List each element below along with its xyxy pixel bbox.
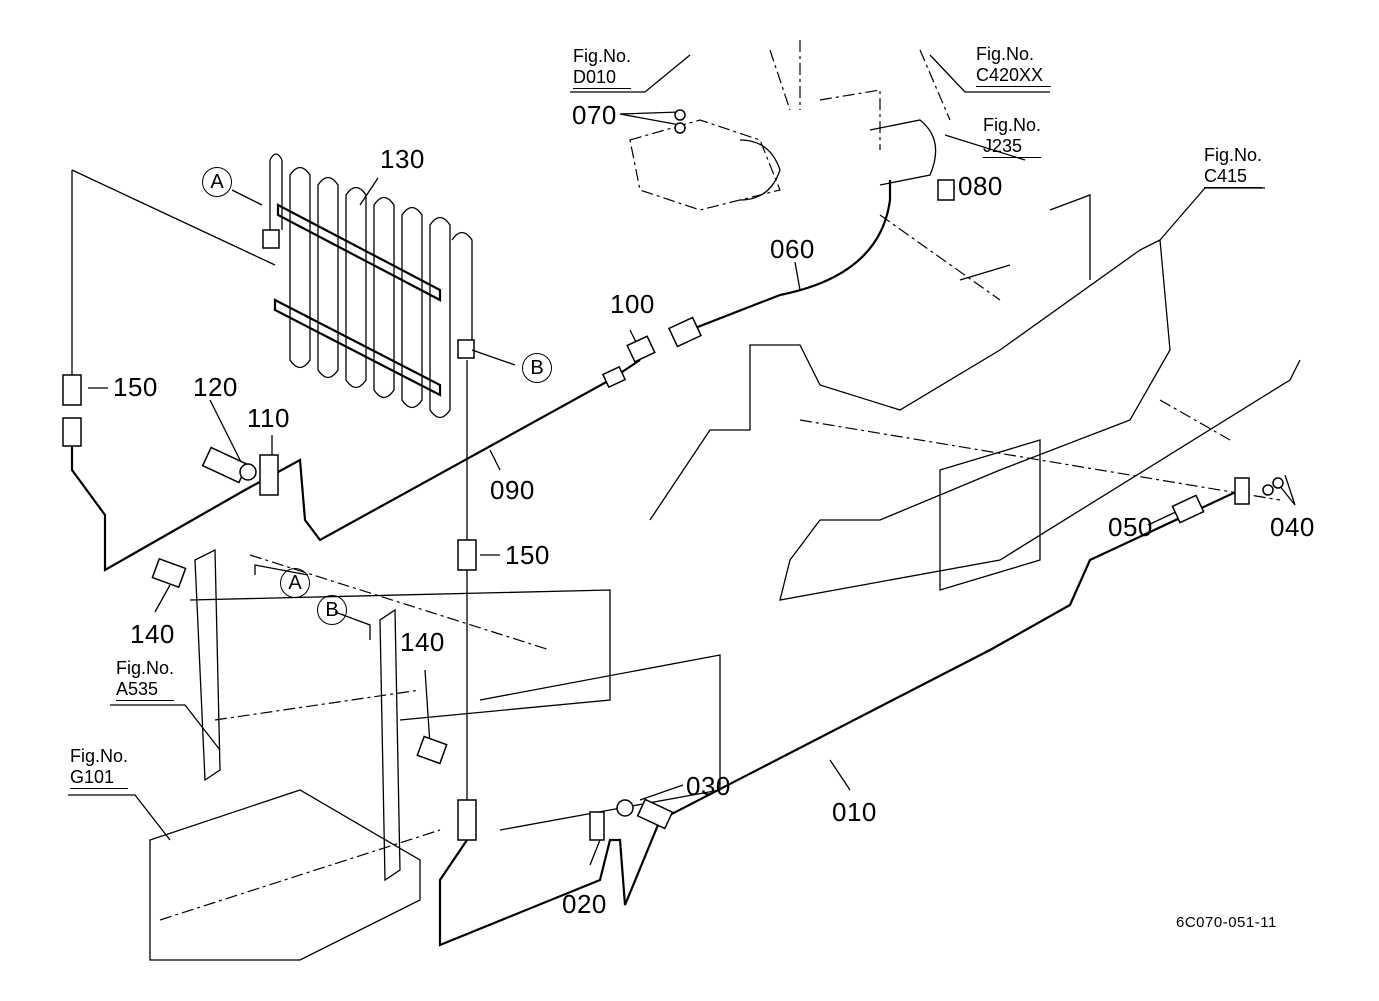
marker-a-frame: A: [280, 568, 310, 598]
callout-150-lower: 150: [505, 540, 550, 570]
callout-010: 010: [832, 797, 877, 827]
fig-ref-code: J235: [983, 136, 1042, 158]
callout-090: 090: [490, 475, 535, 505]
fig-ref-g101[interactable]: Fig.No. G101: [70, 746, 129, 789]
fig-ref-label: Fig.No.: [116, 658, 175, 678]
fig-ref-a535[interactable]: Fig.No. A535: [116, 658, 175, 701]
fittings: [62, 109, 1284, 841]
oil-cooler-130: [262, 153, 475, 419]
fig-ref-code: A535: [116, 679, 175, 701]
drawing-code: 6C070-051-11: [1176, 914, 1277, 931]
fig-ref-c420xx[interactable]: Fig.No. C420XX: [976, 44, 1052, 87]
callout-050: 050: [1108, 512, 1153, 542]
callout-040: 040: [1270, 512, 1315, 542]
fig-ref-label: Fig.No.: [976, 44, 1035, 64]
tractor-frame: [649, 194, 1301, 601]
callout-080: 080: [958, 171, 1003, 201]
fig-ref-c415[interactable]: Fig.No. C415: [1204, 145, 1263, 188]
callout-150-upper: 150: [113, 372, 158, 402]
fig-ref-code: G101: [70, 767, 129, 789]
fig-ref-d010[interactable]: Fig.No. D010: [573, 46, 632, 89]
callout-140-left: 140: [130, 619, 175, 649]
pipe-090: [70, 379, 611, 572]
callout-120: 120: [193, 372, 238, 402]
fig-ref-label: Fig.No.: [983, 115, 1042, 135]
callout-060: 060: [770, 234, 815, 264]
callout-leaders: [68, 54, 1296, 866]
callout-020: 020: [562, 889, 607, 919]
marker-a-cooler: A: [202, 167, 232, 197]
callout-030: 030: [686, 771, 731, 801]
callout-110: 110: [247, 403, 290, 433]
fig-ref-label: Fig.No.: [70, 746, 129, 766]
fig-ref-code: C420XX: [976, 65, 1052, 87]
fig-ref-label: Fig.No.: [573, 46, 632, 66]
callout-130: 130: [380, 144, 425, 174]
pipe-010: [438, 489, 1241, 947]
fig-ref-j235[interactable]: Fig.No. J235: [983, 115, 1042, 158]
callout-070: 070: [572, 100, 617, 130]
engine-block: [629, 40, 951, 211]
marker-b-frame: B: [317, 595, 347, 625]
callout-140-center: 140: [400, 627, 445, 657]
callout-100: 100: [610, 289, 655, 319]
fig-ref-code: D010: [573, 67, 632, 89]
fig-ref-label: Fig.No.: [1204, 145, 1263, 165]
marker-b-cooler: B: [522, 353, 552, 383]
fig-ref-code: C415: [1204, 166, 1263, 188]
